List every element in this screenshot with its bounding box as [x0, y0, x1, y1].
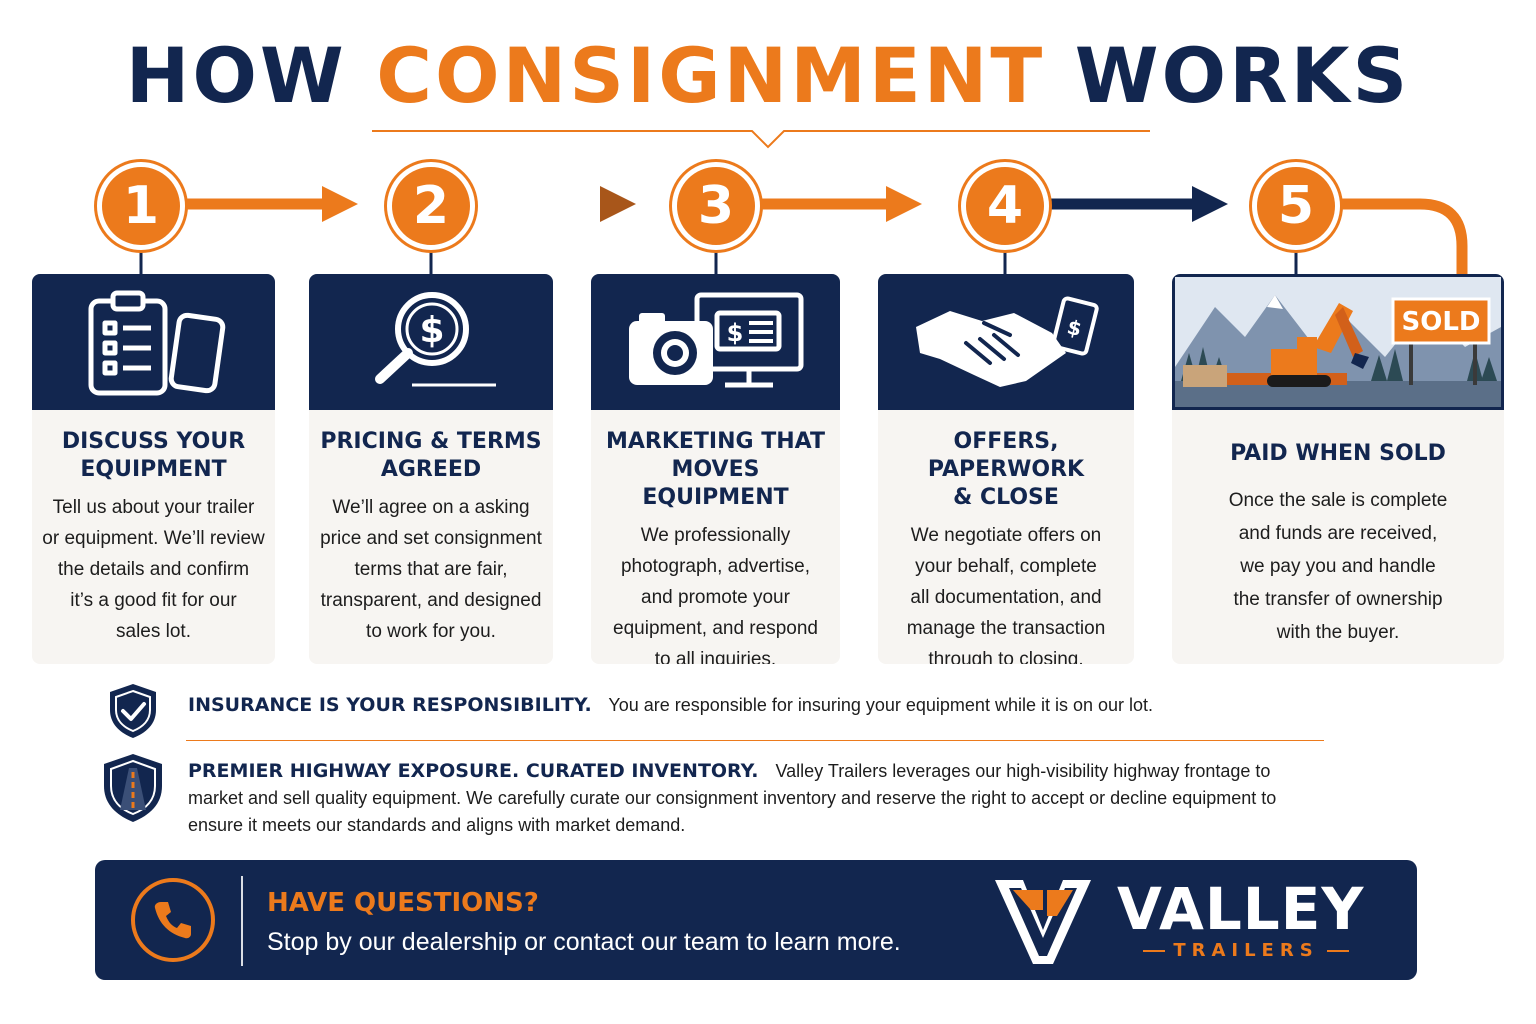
magnifier-dollar-icon: $	[375, 292, 496, 387]
exposure-heading: PREMIER HIGHWAY EXPOSURE. CURATED INVENT…	[188, 760, 759, 782]
step-3-header: $	[591, 274, 840, 410]
insurance-note: INSURANCE IS YOUR RESPONSIBILITY. You ar…	[100, 682, 1330, 738]
step-4-header: $	[878, 274, 1134, 410]
cta-heading: HAVE QUESTIONS?	[267, 888, 539, 918]
step-1-header	[32, 274, 275, 410]
title-part-2: WORKS	[1074, 31, 1411, 120]
title-part-1: HOW	[125, 31, 347, 120]
arrow-1-2	[186, 186, 358, 222]
phone-icon[interactable]	[131, 878, 215, 962]
step-5-number: 5	[1252, 162, 1340, 250]
step-4-title: OFFERS, PAPERWORK & CLOSE	[927, 429, 1085, 510]
step-1-body: Tell us about your trailer or equipment.…	[42, 497, 265, 642]
svg-text:$: $	[726, 319, 743, 347]
brand-name: VALLEY	[1117, 875, 1365, 943]
step-3-card: $ MARKETING THAT MOVES EQUIPMENT We prof…	[591, 274, 840, 664]
title-accent: CONSIGNMENT	[376, 31, 1046, 120]
process-flow-arrows	[139, 186, 1468, 276]
exposure-note: PREMIER HIGHWAY EXPOSURE. CURATED INVENT…	[100, 752, 1330, 842]
step-1-card: DISCUSS YOUR EQUIPMENT Tell us about you…	[32, 274, 275, 664]
step-2-header: $	[309, 274, 553, 410]
insurance-text: You are responsible for insuring your eq…	[608, 695, 1154, 715]
step-2-body: We’ll agree on a asking price and set co…	[320, 497, 542, 642]
step-1-number: 1	[97, 162, 185, 250]
step-2-title: PRICING & TERMS AGREED	[320, 429, 542, 482]
brand-subtitle: TRAILERS	[1117, 940, 1375, 961]
step-4-body: We negotiate offers on your behalf, comp…	[906, 525, 1106, 664]
step-3-title: MARKETING THAT MOVES EQUIPMENT	[605, 429, 825, 510]
insurance-heading: INSURANCE IS YOUR RESPONSIBILITY.	[188, 694, 592, 716]
svg-text:$: $	[419, 310, 444, 351]
arrow-3-4	[762, 186, 922, 222]
shield-check-icon	[110, 684, 156, 738]
step-3-body: We professionally photograph, advertise,…	[613, 525, 818, 664]
valley-v-logo-icon	[995, 880, 1091, 964]
step-4-card: $ OFFERS, PAPERWORK & CLOSE We negotiate…	[878, 274, 1134, 664]
step-5-body: Once the sale is complete and funds are …	[1228, 490, 1448, 643]
page-title: HOW CONSIGNMENT WORKS	[0, 38, 1536, 114]
step-5-title: PAID WHEN SOLD	[1230, 441, 1446, 466]
clipboard-phone-icon	[88, 290, 225, 396]
sold-sign: SOLD	[1402, 307, 1481, 337]
svg-text:$: $	[1065, 315, 1084, 342]
arrow-2-3	[476, 186, 636, 222]
arrow-4-5	[1050, 186, 1228, 222]
notes-divider	[186, 740, 1324, 741]
step-3-number: 3	[672, 162, 760, 250]
contact-banner: HAVE QUESTIONS? Stop by our dealership o…	[95, 860, 1417, 980]
step-2-card: $ PRICING & TERMS AGREED We’ll agree on …	[309, 274, 553, 664]
step-1-title: DISCUSS YOUR EQUIPMENT	[61, 429, 246, 482]
step-5-card: SOLD PAID WHEN SOLD Once the sale is com…	[1172, 274, 1504, 664]
handshake-icon: $	[916, 296, 1099, 387]
step-5-header: SOLD	[1172, 274, 1504, 410]
cta-text: Stop by our dealership or contact our te…	[267, 928, 901, 956]
shield-road-icon	[104, 754, 162, 822]
camera-monitor-icon: $	[628, 292, 803, 388]
sold-excavator-icon: SOLD	[1175, 277, 1501, 407]
banner-separator	[241, 876, 243, 966]
step-2-number: 2	[387, 162, 475, 250]
step-4-number: 4	[961, 162, 1049, 250]
arrow-5-curve	[1340, 198, 1468, 276]
title-divider	[372, 130, 1150, 149]
exposure-text: Valley Trailers leverages our high-visib…	[188, 761, 1277, 835]
